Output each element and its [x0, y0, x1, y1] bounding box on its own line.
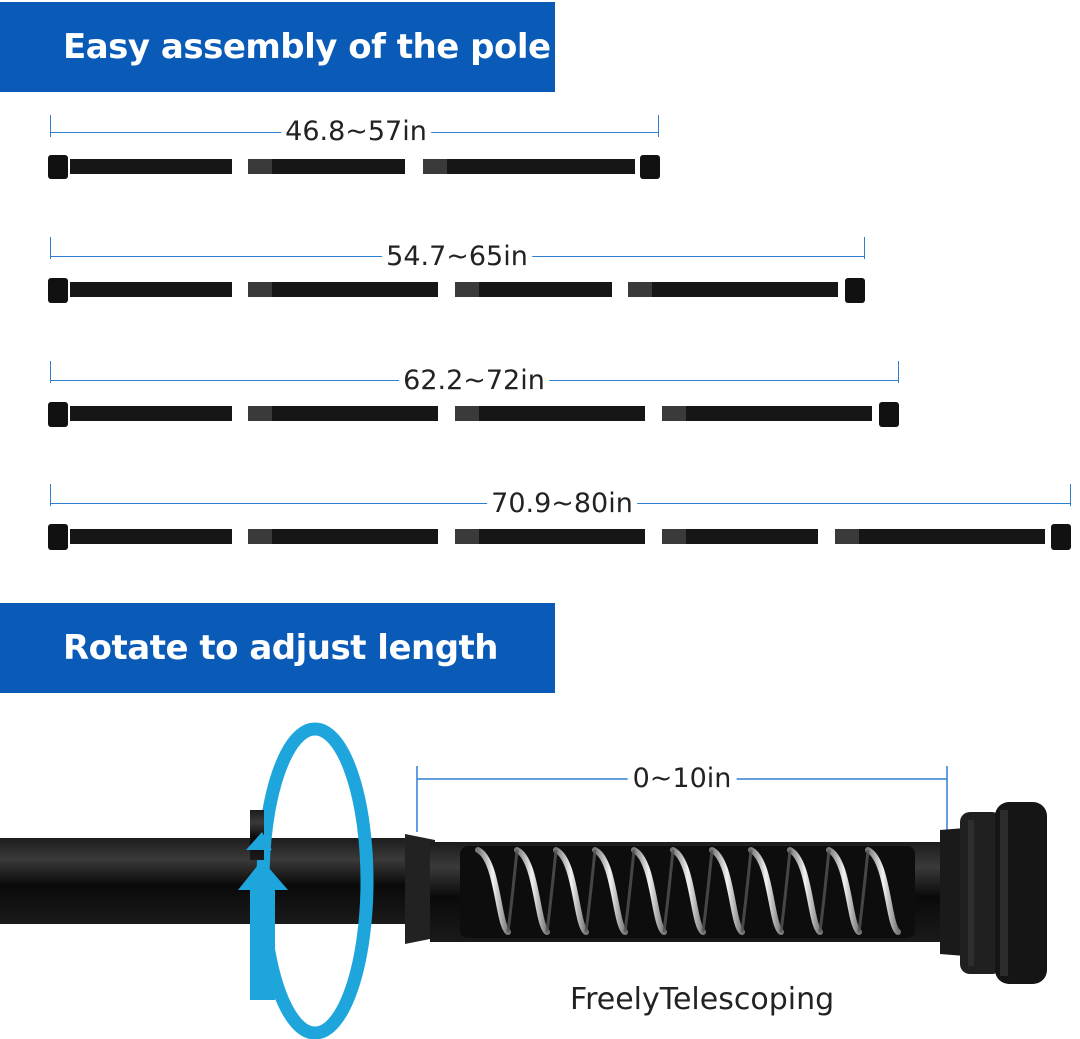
dimension-tick-left	[50, 484, 51, 506]
end-cap-right	[640, 155, 660, 179]
length-range-label: 62.2~72in	[399, 366, 549, 396]
assembly-header: Easy assembly of the pole	[0, 2, 555, 92]
pole-segment	[248, 159, 405, 174]
pole-configuration-1: 46.8~57in	[0, 115, 1080, 185]
rotate-header-text: Rotate to adjust length	[63, 628, 499, 668]
pole-thread	[423, 159, 447, 174]
pole-drawing	[48, 278, 865, 303]
length-range-label: 70.9~80in	[487, 489, 637, 519]
pole-configuration-2: 54.7~65in	[0, 237, 1080, 307]
pole-drawing	[48, 155, 660, 179]
pole-segment	[70, 159, 232, 174]
telescoping-detail-illustration	[0, 722, 1047, 1039]
dimension-tick-right	[658, 115, 659, 137]
spring-icon	[475, 847, 901, 935]
dimension-tick-left	[50, 115, 51, 137]
dimension-tick-right	[864, 237, 865, 259]
length-range-label: 46.8~57in	[281, 117, 431, 147]
pole-collar	[405, 834, 435, 944]
rotate-arrow-head	[238, 860, 288, 1000]
dimension-tick-left	[50, 237, 51, 259]
pole-drawing	[48, 402, 899, 427]
end-cap-icon	[940, 802, 1047, 984]
adjust-range-label: 0~10in	[627, 764, 737, 794]
pole-configuration-3: 62.2~72in	[0, 361, 1080, 431]
telescoping-caption: FreelyTelescoping	[570, 982, 835, 1017]
dimension-tick-left	[50, 361, 51, 383]
main-pole	[0, 838, 420, 924]
pole-thread	[248, 159, 272, 174]
assembly-header-text: Easy assembly of the pole	[63, 27, 551, 67]
rotate-header: Rotate to adjust length	[0, 603, 555, 693]
length-range-label: 54.7~65in	[382, 242, 532, 272]
pole-drawing	[48, 524, 1071, 550]
pole-segment	[423, 159, 635, 174]
dimension-tick-right	[898, 361, 899, 383]
pole-configuration-4: 70.9~80in	[0, 484, 1080, 554]
dimension-tick-right	[1070, 484, 1071, 506]
end-cap-left	[48, 155, 68, 179]
